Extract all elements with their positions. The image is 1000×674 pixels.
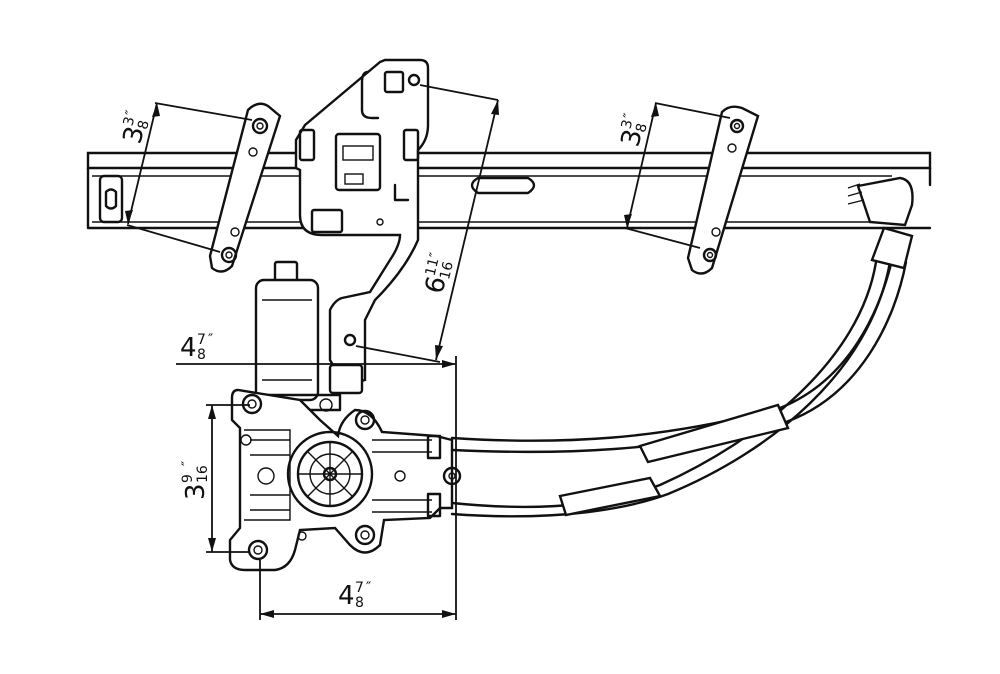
- regulator-rail: [86, 151, 932, 230]
- left-mounting-bracket: [208, 102, 282, 273]
- dim-label-diagonal: 6 11 16 ″: [420, 251, 457, 297]
- svg-text:″: ″: [208, 332, 213, 348]
- drive-cables: [450, 176, 914, 518]
- svg-text:16: 16: [195, 465, 211, 483]
- svg-text:7: 7: [355, 580, 364, 596]
- svg-text:16: 16: [437, 260, 457, 281]
- gearbox-housing: [228, 388, 462, 572]
- svg-text:″: ″: [366, 580, 371, 596]
- svg-text:8: 8: [197, 347, 206, 363]
- dim-label-bottom-width: 4 7 8 ″: [338, 580, 371, 611]
- svg-text:″: ″: [180, 461, 196, 466]
- dim-label-top-right: 3 3 8 ″: [616, 112, 651, 150]
- svg-text:6: 6: [420, 273, 453, 296]
- svg-text:3: 3: [118, 123, 151, 146]
- svg-text:″: ″: [123, 109, 140, 118]
- right-mounting-bracket: [686, 105, 760, 275]
- dim-label-top-left: 3 3 8 ″: [118, 109, 153, 147]
- svg-text:3: 3: [619, 118, 637, 131]
- dim-label-left-width: 4 7 8 ″: [180, 332, 213, 363]
- svg-text:3: 3: [181, 483, 211, 500]
- svg-text:″: ″: [427, 251, 444, 260]
- svg-text:9: 9: [180, 474, 196, 483]
- svg-text:11: 11: [423, 256, 443, 277]
- svg-text:8: 8: [633, 122, 651, 135]
- dim-label-vertical: 3 9 16 ″: [180, 461, 211, 500]
- svg-text:8: 8: [355, 595, 364, 611]
- svg-text:8: 8: [135, 119, 153, 132]
- svg-text:3: 3: [616, 126, 649, 149]
- svg-text:7: 7: [197, 332, 206, 348]
- svg-text:4: 4: [180, 333, 197, 363]
- svg-text:3: 3: [121, 115, 139, 128]
- dimension-lines: [125, 84, 731, 620]
- drive-motor: [250, 260, 364, 412]
- svg-text:″: ″: [621, 112, 638, 121]
- svg-text:4: 4: [338, 581, 355, 611]
- lift-plate: [294, 58, 430, 387]
